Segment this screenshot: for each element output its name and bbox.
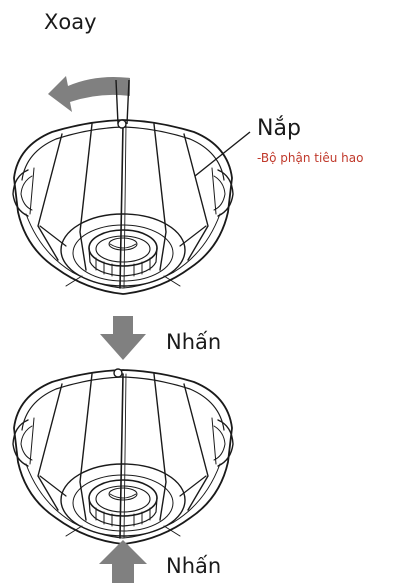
press-label-bottom: Nhấn	[166, 554, 222, 578]
cap-bottom	[12, 368, 234, 545]
cap-label: Nắp	[257, 116, 301, 141]
consumable-part-label: -Bộ phận tiêu hao	[257, 151, 364, 165]
arrow-up-icon	[99, 540, 147, 583]
press-label-top: Nhấn	[166, 330, 222, 354]
rotate-label: Xoay	[44, 10, 97, 34]
cap-leader-line	[194, 131, 251, 177]
arrow-down-icon	[100, 316, 146, 360]
curved-arrow-left-icon	[48, 76, 130, 112]
cap-top	[12, 79, 234, 295]
